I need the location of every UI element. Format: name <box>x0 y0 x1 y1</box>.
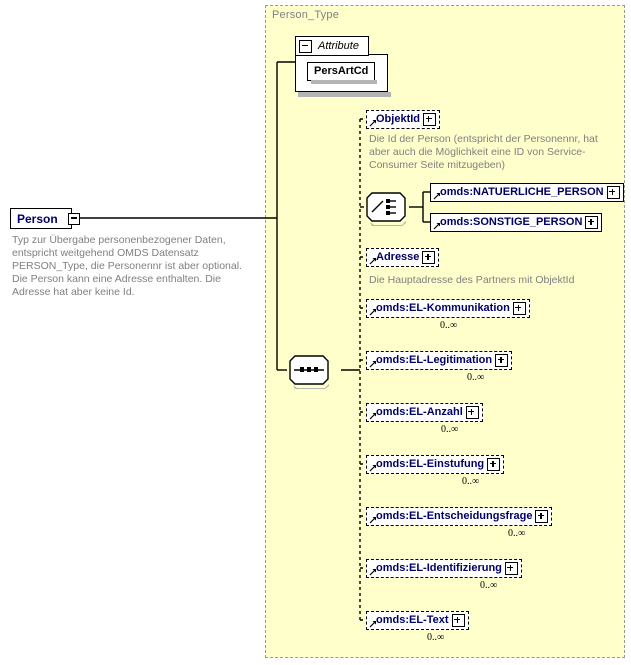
element-el-legitimation[interactable]: omds:EL-Legitimation <box>366 351 515 373</box>
root-element-label: Person <box>17 211 58 226</box>
element-annotation-adresse: Die Hauptadresse des Partners mit Objekt… <box>369 274 575 286</box>
element-adresse[interactable]: Adresse <box>366 248 442 270</box>
element-label: omds:SONSTIGE_PERSON <box>440 216 583 228</box>
cardinality-label: 0..∞ <box>441 424 459 435</box>
element-label: omds:EL-Text <box>376 614 449 626</box>
element-el-entscheidungsfrage[interactable]: omds:EL-Entscheidungsfrage <box>366 507 555 529</box>
attribute-group-tab[interactable]: Attribute <box>295 36 369 56</box>
expand-plus-icon[interactable] <box>423 113 437 126</box>
expand-plus-icon[interactable] <box>465 406 479 419</box>
expand-plus-icon[interactable] <box>422 251 436 264</box>
attribute-group-shadow <box>298 92 391 97</box>
cardinality-label: 0..∞ <box>467 372 485 383</box>
cardinality-label: 0..∞ <box>508 528 526 539</box>
element-label: omds:NATUERLICHE_PERSON <box>440 186 604 198</box>
element-label: omds:EL-Legitimation <box>376 354 493 366</box>
node-shadow <box>311 80 378 84</box>
type-title: Person_Type <box>272 9 340 21</box>
cardinality-label: 0..∞ <box>480 580 498 591</box>
element-el-kommunikation[interactable]: omds:EL-Kommunikation <box>366 299 532 321</box>
element-el-text[interactable]: omds:EL-Text <box>366 611 471 633</box>
attribute-label: PersArtCd <box>314 65 369 77</box>
element-natuerliche-person[interactable]: omds:NATUERLICHE_PERSON <box>430 183 626 205</box>
element-el-identifizierung[interactable]: omds:EL-Identifizierung <box>366 559 524 581</box>
element-sonstige-person[interactable]: omds:SONSTIGE_PERSON <box>430 213 605 235</box>
element-label: ObjektId <box>376 113 421 125</box>
element-objektid[interactable]: ObjektId <box>366 110 443 132</box>
collapse-minus-icon[interactable] <box>299 39 312 53</box>
element-annotation-objektid: Die Id der Person (entspricht der Person… <box>369 133 598 171</box>
expand-plus-icon[interactable] <box>495 354 509 367</box>
element-el-anzahl[interactable]: omds:EL-Anzahl <box>366 403 485 425</box>
attribute-group-label: Attribute <box>318 40 359 52</box>
expand-plus-icon[interactable] <box>504 562 518 575</box>
element-label: Adresse <box>376 251 420 263</box>
expand-plus-icon[interactable] <box>606 186 620 199</box>
attribute-persartcd[interactable]: PersArtCd <box>307 62 378 84</box>
element-label: omds:EL-Kommunikation <box>376 302 510 314</box>
element-el-einstufung[interactable]: omds:EL-Einstufung <box>366 455 507 477</box>
expand-plus-icon[interactable] <box>487 458 501 471</box>
root-annotation: Typ zur Übergabe personenbezogener Daten… <box>12 234 242 298</box>
element-label: omds:EL-Einstufung <box>376 458 485 470</box>
sequence-connector-glyph <box>289 355 329 389</box>
cardinality-label: 0..∞ <box>427 632 445 643</box>
element-label: omds:EL-Identifizierung <box>376 562 502 574</box>
cardinality-label: 0..∞ <box>440 320 458 331</box>
person-type-container <box>265 5 625 658</box>
cardinality-label: 0..∞ <box>462 476 480 487</box>
element-label: omds:EL-Anzahl <box>376 406 463 418</box>
expand-plus-icon[interactable] <box>535 510 549 523</box>
root-element-person[interactable]: Person <box>10 208 80 229</box>
element-label: omds:EL-Entscheidungsfrage <box>376 510 533 522</box>
choice-connector-glyph <box>366 192 406 226</box>
collapse-minus-icon[interactable] <box>68 213 80 225</box>
expand-plus-icon[interactable] <box>585 216 599 229</box>
expand-plus-icon[interactable] <box>451 614 465 627</box>
expand-plus-icon[interactable] <box>512 302 526 315</box>
